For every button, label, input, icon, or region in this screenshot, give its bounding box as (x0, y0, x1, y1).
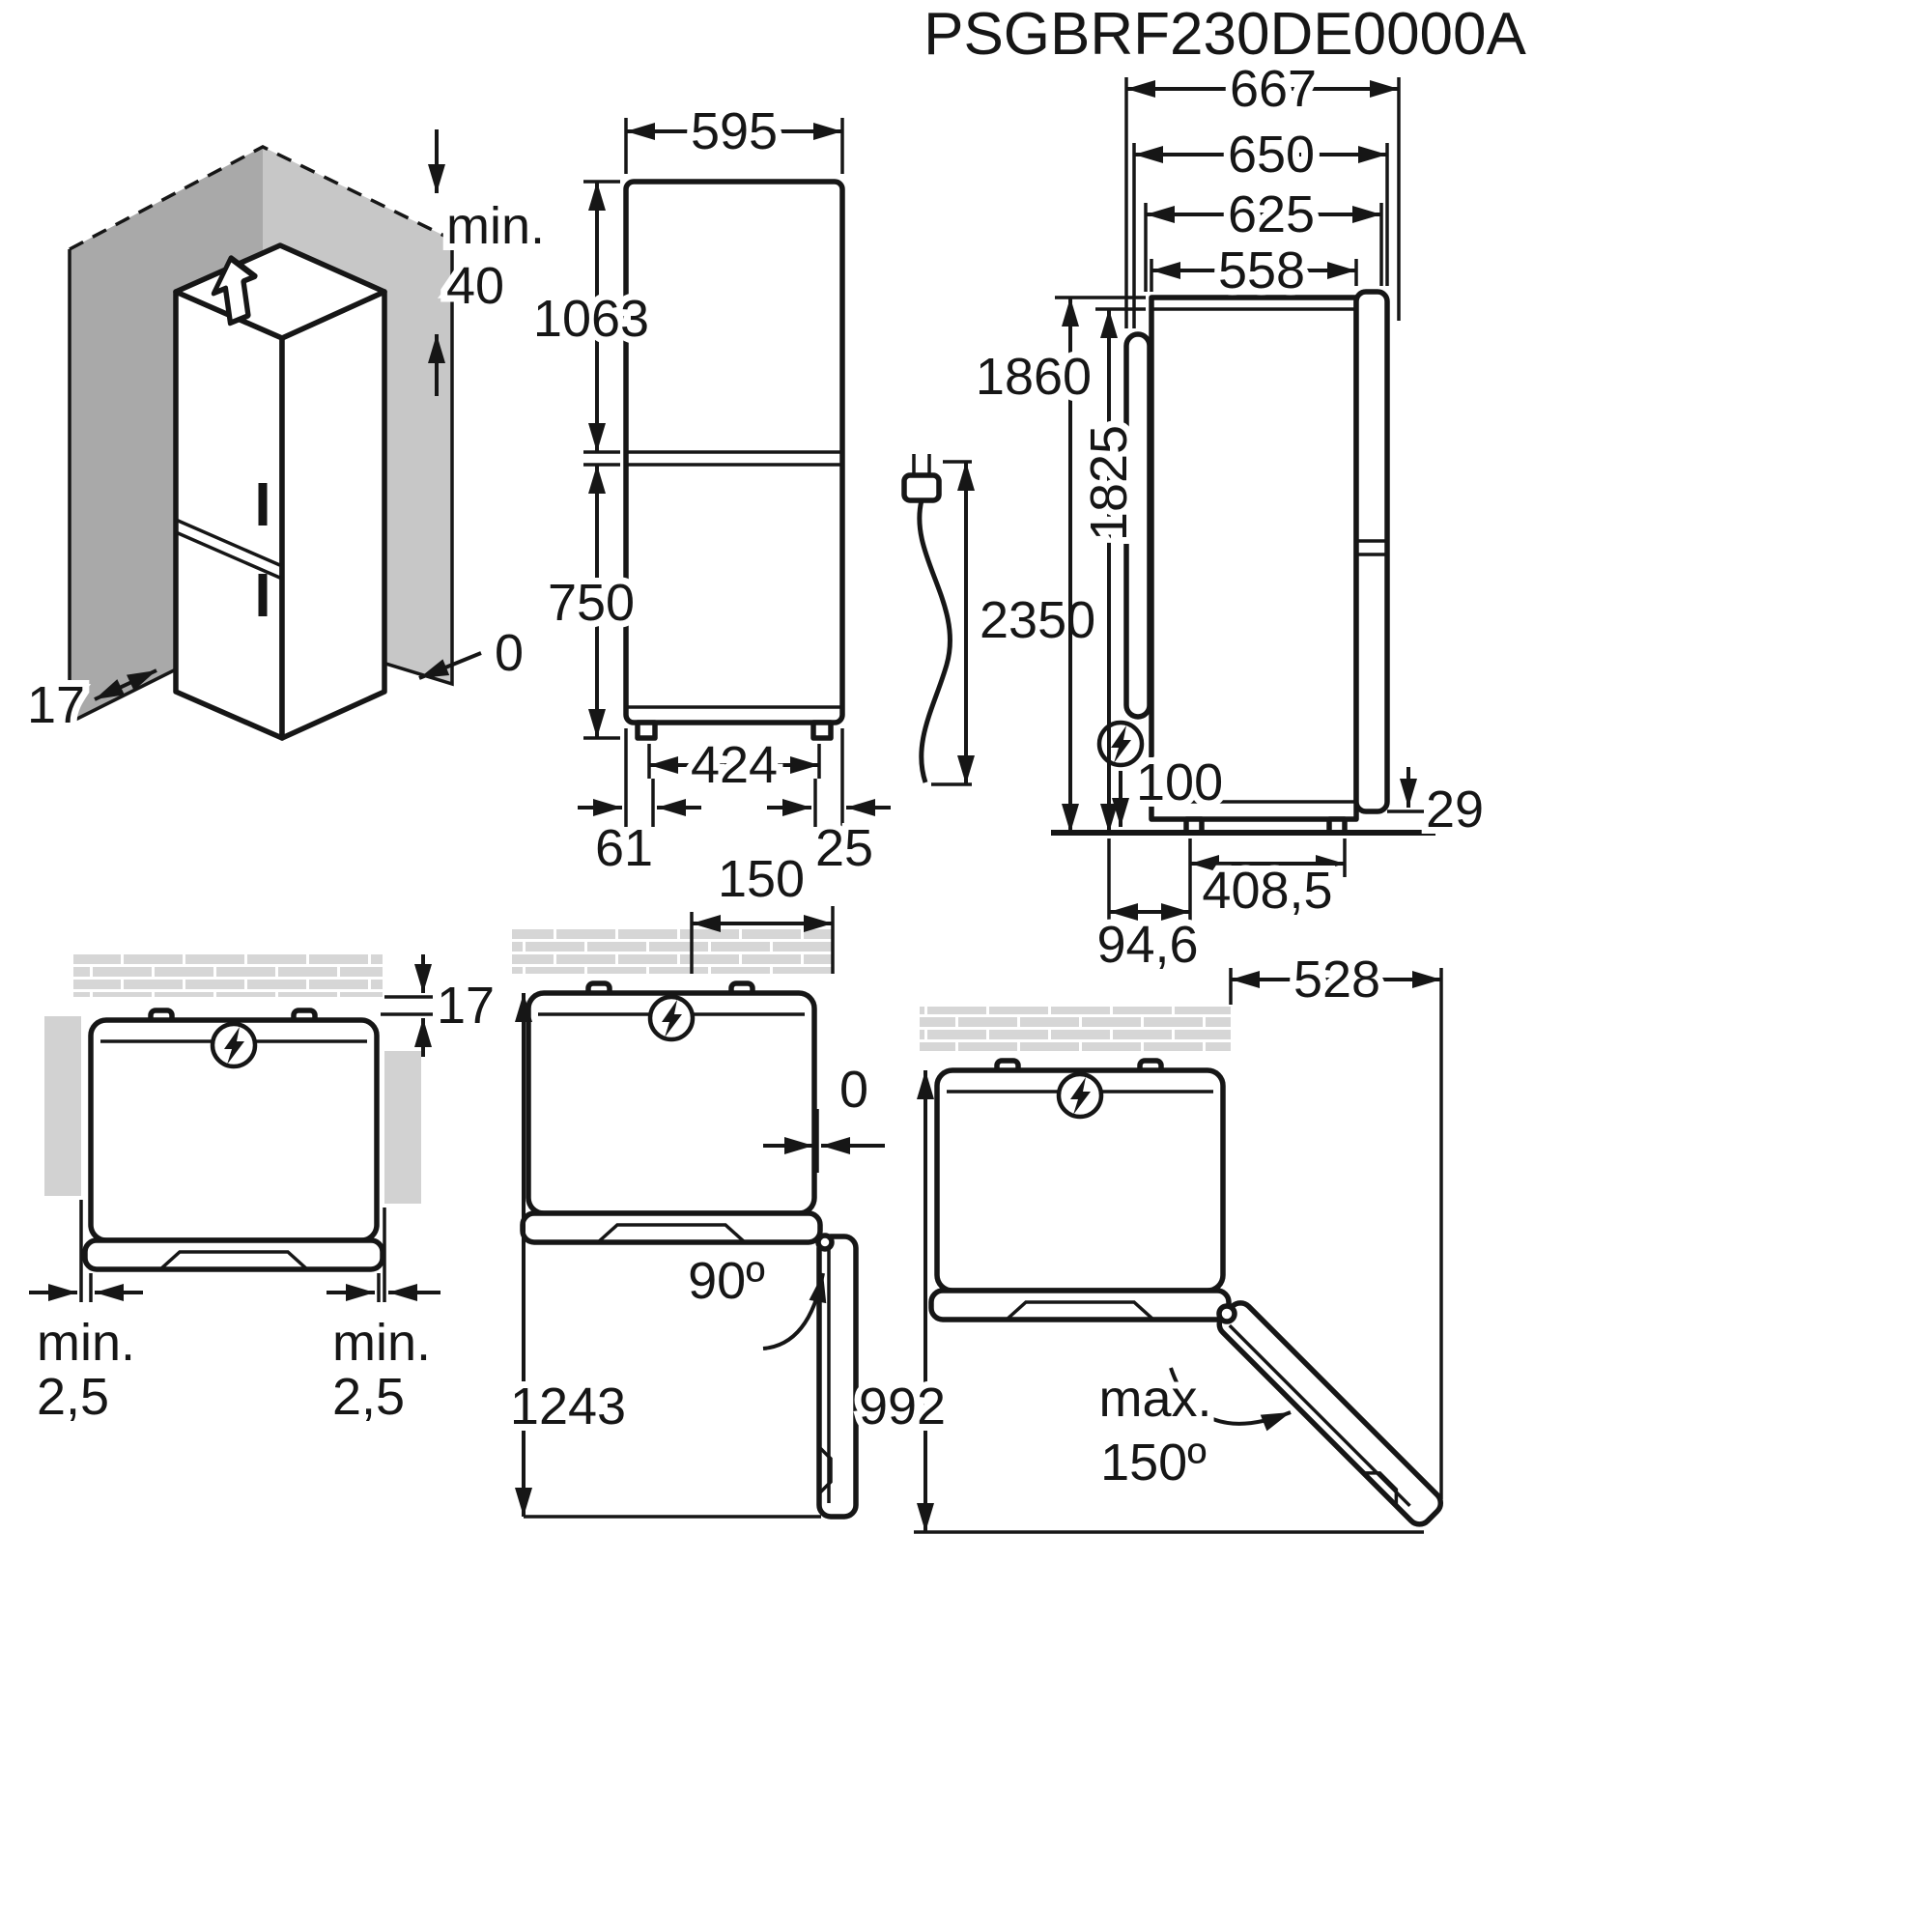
dim-595: 595 (691, 102, 778, 160)
dim-667: 667 (1230, 60, 1317, 118)
condenser (1123, 331, 1152, 720)
dim-408-5: 408,5 (1202, 862, 1332, 920)
dim-min-left-label: min. (37, 1314, 135, 1372)
dim-25: 25 (815, 819, 873, 877)
dim-right-clearance: min. 2,5 (326, 1208, 440, 1433)
refrigerator-side (1123, 289, 1390, 836)
dim-17-top: 17 (437, 977, 495, 1035)
dim-swing-528: 528 (1229, 944, 1443, 1499)
rear-wall (512, 929, 833, 974)
dim-1243: 1243 (510, 1378, 626, 1435)
top-view-door-90: 150 0 90º 1243 (503, 843, 885, 1520)
dim-min-label: min. (446, 197, 545, 255)
refrigerator-front (623, 179, 845, 741)
dim-socket-100: 100 (1112, 747, 1230, 827)
dim-min-right-label: min. (332, 1314, 431, 1372)
top-view-closed: 17 min. 2,5 min. 2,5 (29, 952, 501, 1433)
dim-min-right-value: 2,5 (332, 1368, 405, 1426)
plug-icon (901, 454, 942, 503)
dim-left-foot-61: 61 (578, 728, 701, 884)
dim-max-label: max. (1098, 1370, 1211, 1428)
top-view-door-150: 528 992 max. 150º (852, 944, 1444, 1534)
dim-upper-height-1063: 1063 (526, 180, 656, 454)
dim-100: 100 (1136, 753, 1223, 811)
dim-width-595: 595 (624, 96, 844, 174)
rear-wall (73, 952, 383, 997)
dim-0: 0 (495, 624, 524, 682)
dim-61: 61 (595, 819, 653, 877)
dim-base-29: 29 (1387, 767, 1491, 845)
dim-1063: 1063 (533, 290, 649, 348)
open-door-150 (1216, 1300, 1444, 1527)
dim-150: 150 (718, 850, 805, 908)
dim-94-6: 94,6 (1096, 916, 1198, 974)
dim-max-angle-150: max. 150º (1092, 1363, 1292, 1498)
dim-17: 17 (27, 676, 85, 734)
dim-750: 750 (548, 574, 635, 632)
dim-rear-gap-17: 17 (381, 954, 501, 1057)
isometric-view: min. 40 17 0 (20, 129, 552, 741)
refrigerator-top-view (523, 983, 820, 1242)
dim-min-left-value: 2,5 (37, 1368, 109, 1426)
dim-1825: 1825 (1080, 425, 1138, 541)
power-cord-view: 2350 (901, 454, 1102, 786)
dim-2350: 2350 (980, 591, 1095, 649)
dim-feet-span-424: 424 (647, 729, 821, 801)
right-side-wall (384, 1051, 421, 1204)
dim-left-clearance: min. 2,5 (29, 1200, 143, 1433)
dim-558: 558 (1218, 242, 1305, 299)
dim-lower-height-750: 750 (541, 463, 641, 740)
refrigerator-isometric (173, 242, 387, 741)
side-view: 667 650 625 558 1825 1860 (969, 53, 1491, 980)
dim-424: 424 (691, 736, 778, 794)
dim-depth-992: 992 (852, 1070, 1424, 1534)
dim-top-clearance: min. 40 (428, 129, 552, 396)
front-view: 595 1063 750 424 61 (526, 96, 891, 884)
dim-rear-gap: 0 (418, 617, 530, 689)
dim-650: 650 (1228, 126, 1315, 184)
up-arrow-icon (211, 255, 258, 327)
dim-feet-408-5: 408,5 (1188, 838, 1347, 926)
model-number: PSGBRF230DE0000A (923, 1, 1526, 68)
dim-depth-1243: 1243 (503, 993, 821, 1519)
dim-side-gap: 17 (20, 668, 157, 741)
dim-90-deg: 90º (688, 1252, 765, 1310)
door-hinge (1216, 1303, 1237, 1324)
dim-height-1825: 1825 (1073, 307, 1146, 833)
dim-rear-foot-94-6: 94,6 (1090, 838, 1206, 980)
dim-528: 528 (1293, 951, 1380, 1009)
dim-depth-625: 625 (1144, 179, 1383, 292)
dim-door-angle-90: 90º (681, 1245, 827, 1350)
open-door-90 (815, 1233, 859, 1520)
left-side-wall (44, 1016, 81, 1196)
dim-height-1860: 1860 (969, 296, 1146, 833)
dim-625: 625 (1228, 185, 1315, 243)
refrigerator-top-view (85, 1010, 383, 1269)
wall-top-edges (69, 145, 453, 251)
dim-1860: 1860 (976, 348, 1092, 406)
dim-depth-650: 650 (1132, 119, 1389, 328)
dim-0-gap: 0 (839, 1061, 868, 1119)
rear-wall (920, 1007, 1231, 1051)
dim-150-deg: 150º (1100, 1434, 1207, 1492)
dim-29: 29 (1426, 781, 1484, 838)
dim-992: 992 (859, 1378, 946, 1435)
cord-line (917, 499, 952, 783)
dim-right-foot-25: 25 (767, 728, 891, 884)
dim-min-value: 40 (446, 257, 504, 315)
dim-depth-558: 558 (1150, 235, 1358, 306)
dim-side-gap-0: 0 (763, 1054, 885, 1173)
refrigerator-top-view (931, 1061, 1229, 1320)
dim-depth-667: 667 (1124, 53, 1401, 328)
dim-wall-offset-150: 150 (690, 843, 835, 974)
